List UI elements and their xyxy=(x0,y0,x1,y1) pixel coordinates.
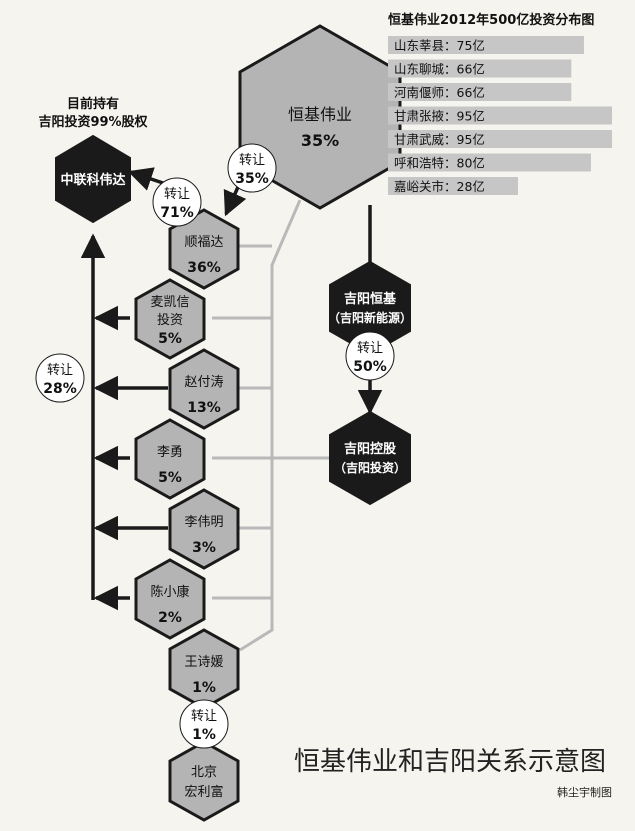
wangshiyuan-pct: 1% xyxy=(192,680,216,696)
investment-title: 恒基伟业2012年500亿投资分布图 xyxy=(388,12,594,28)
liyong-pct: 5% xyxy=(158,470,182,486)
hex-liweiming[interactable]: 李伟明 3% xyxy=(168,488,240,570)
transfer-71-label: 转让 xyxy=(164,187,190,202)
investment-bar-label: 甘肃张掖：95亿 xyxy=(394,109,485,124)
hex-chenxiaokang[interactable]: 陈小康 2% xyxy=(134,558,206,640)
zhonglian-name: 中联科伟达 xyxy=(60,172,125,188)
shunfuda-name: 顺福达 xyxy=(184,235,223,250)
hex-liyong[interactable]: 李勇 5% xyxy=(134,418,206,500)
investment-bars: 山东莘县：75亿山东聊城：66亿河南偃师：66亿甘肃张掖：95亿甘肃武威：95亿… xyxy=(388,36,612,195)
investment-bar-label: 甘肃武威：95亿 xyxy=(394,132,485,147)
transfer-35: 转让 35% xyxy=(227,143,277,193)
transfer-50: 转让 50% xyxy=(345,331,395,381)
hex-wangshiyuan[interactable]: 王诗媛 1% xyxy=(168,628,240,710)
investment-bar xyxy=(388,36,584,54)
jiyang-kongu-name1: 吉阳控股 xyxy=(344,441,396,457)
investment-bar xyxy=(388,59,572,78)
holding-note-line1: 目前持有 xyxy=(67,96,119,112)
maikaixin-pct: 5% xyxy=(158,331,182,347)
holding-note-line2: 吉阳投资99%股权 xyxy=(38,114,148,130)
investment-bar xyxy=(388,177,518,195)
liyong-name: 李勇 xyxy=(157,445,183,460)
wangshiyuan-name: 王诗媛 xyxy=(184,655,223,670)
investment-bar-label: 山东聊城：66亿 xyxy=(394,62,485,77)
hengji-pct: 35% xyxy=(301,131,339,150)
transfer-28-pct: 28% xyxy=(43,381,77,397)
beijing-name1: 北京 xyxy=(191,765,217,780)
transfer-28-label: 转让 xyxy=(47,363,73,378)
investment-bar xyxy=(388,83,572,101)
connector-hengji-trunk xyxy=(239,199,302,652)
investment-bar-label: 河南偃师：66亿 xyxy=(394,85,485,100)
transfer-1: 转让 1% xyxy=(179,699,229,749)
hex-beijing[interactable]: 北京 宏利富 xyxy=(168,740,240,822)
diagram-title: 恒基伟业和吉阳关系示意图 xyxy=(294,747,606,777)
investment-bar-label: 嘉峪关市：28亿 xyxy=(394,179,485,194)
transfer-50-pct: 50% xyxy=(353,359,387,375)
holding-note: 目前持有 吉阳投资99%股权 xyxy=(38,96,148,130)
zhaofutao-pct: 13% xyxy=(187,400,221,416)
hex-zhaofutao[interactable]: 赵付涛 13% xyxy=(168,348,240,430)
hengji-name: 恒基伟业 xyxy=(288,105,352,124)
hex-maikaixin[interactable]: 麦凯信 投资 5% xyxy=(134,278,206,360)
transfer-1-label: 转让 xyxy=(191,709,217,724)
jiyang-hengji-name2: （吉阳新能源） xyxy=(328,310,412,325)
transfer-1-pct: 1% xyxy=(192,727,216,743)
transfer-50-label: 转让 xyxy=(357,341,383,356)
investment-panel: 恒基伟业2012年500亿投资分布图 山东莘县：75亿山东聊城：66亿河南偃师：… xyxy=(388,12,612,195)
investment-bar xyxy=(388,106,612,125)
hex-jiyang-kongu[interactable]: 吉阳控股 （吉阳投资） xyxy=(329,410,411,506)
beijing-name2: 宏利富 xyxy=(184,784,223,800)
transfer-71: 转让 71% xyxy=(152,177,202,227)
chenxiaokang-pct: 2% xyxy=(158,610,182,626)
jiyang-kongu-name2: （吉阳投资） xyxy=(334,460,406,475)
hex-zhonglian[interactable]: 中联科伟达 xyxy=(55,134,131,224)
liweiming-name: 李伟明 xyxy=(184,515,223,530)
investment-bar-label: 呼和浩特：80亿 xyxy=(394,156,485,171)
diagram-credit: 韩尘宇制图 xyxy=(557,785,612,799)
hex-shunfuda[interactable]: 顺福达 36% xyxy=(168,208,240,290)
gray-connectors xyxy=(212,199,330,652)
investment-bar-label: 山东莘县：75亿 xyxy=(394,38,485,53)
investment-bar xyxy=(388,153,591,172)
transfer-71-pct: 71% xyxy=(160,205,194,221)
investment-bar xyxy=(388,130,612,148)
maikaixin-name2: 投资 xyxy=(157,312,183,328)
transfer-28: 转让 28% xyxy=(35,353,85,403)
zhaofutao-name: 赵付涛 xyxy=(184,374,223,390)
hex-jiyang-hengji[interactable]: 吉阳恒基 （吉阳新能源） xyxy=(328,260,412,356)
shunfuda-pct: 36% xyxy=(187,260,221,276)
jiyang-hengji-name1: 吉阳恒基 xyxy=(344,291,397,307)
chenxiaokang-name: 陈小康 xyxy=(150,584,189,600)
maikaixin-name1: 麦凯信 xyxy=(150,295,189,310)
transfer-35-pct: 35% xyxy=(235,171,269,187)
liweiming-pct: 3% xyxy=(192,540,216,556)
transfer-35-label: 转让 xyxy=(239,153,265,168)
